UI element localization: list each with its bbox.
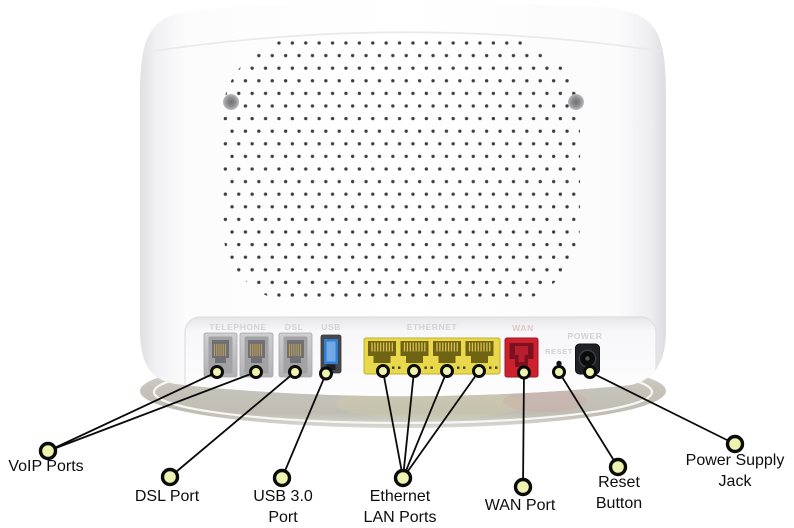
usb-port-label: USB: [321, 322, 341, 332]
callout-line-ethernet-4: [402, 370, 480, 479]
callout-label-voip: VoIP Ports: [8, 456, 83, 477]
mount-hole-left: [223, 94, 239, 110]
callout-text: Button: [595, 495, 643, 512]
callout-label-reset: Reset Button: [596, 472, 642, 514]
callout-label-dsl: DSL Port: [135, 486, 199, 507]
callout-text: LAN Ports: [363, 509, 437, 526]
ethernet-led-dots: [392, 366, 498, 369]
callout-label-ethernet: Ethernet LAN Ports: [364, 486, 437, 528]
callout-label-usb: USB 3.0 Port: [253, 486, 313, 528]
ethernet-port-1: [368, 341, 396, 363]
dot-ethernet-3: [440, 364, 454, 378]
dot-voip-port-2: [249, 365, 263, 379]
dot-label-ethernet: [393, 468, 413, 488]
power-jack-label: POWER: [567, 331, 602, 341]
wan-port: [504, 337, 539, 378]
callout-line-ethernet-1: [382, 370, 404, 479]
callout-line-reset: [558, 371, 619, 468]
callout-line-dsl: [169, 371, 296, 478]
dot-ethernet-2: [407, 364, 421, 378]
dot-voip-port-1: [210, 365, 224, 379]
ventilation-grid: [222, 38, 580, 304]
dot-label-usb: [272, 468, 292, 488]
dot-label-power: [725, 434, 745, 454]
callout-line-power: [589, 371, 736, 445]
dot-usb-port: [319, 366, 333, 381]
dot-label-dsl: [160, 467, 180, 487]
dot-wan-port: [517, 365, 531, 380]
dot-dsl-port: [288, 365, 302, 379]
dot-ethernet-4: [472, 364, 486, 378]
base-yellow-reflection: [335, 389, 525, 419]
dot-label-voip: [38, 441, 58, 461]
callout-text: VoIP Ports: [8, 458, 84, 475]
ethernet-ports-label: ETHERNET: [407, 322, 458, 332]
telephone-port-label: TELEPHONE: [209, 322, 266, 332]
callout-label-power: Power Supply Jack: [686, 450, 785, 492]
ethernet-port-2: [400, 341, 429, 363]
callout-text: Reset: [598, 474, 640, 491]
router-top-seam: [146, 31, 661, 53]
ethernet-port-4: [465, 341, 494, 363]
dsl-port: [278, 332, 313, 378]
voip-port-1: [203, 332, 238, 378]
ethernet-port-3: [433, 341, 461, 363]
usb-port: [320, 334, 342, 374]
callout-line-ethernet-3: [402, 370, 448, 479]
callout-text: Power Supply: [685, 452, 785, 469]
reset-pinhole: [556, 360, 562, 367]
ethernet-lan-ports: [363, 337, 501, 375]
label-callout-dots: [38, 434, 745, 497]
callout-line-ethernet-2: [402, 370, 415, 479]
dot-ethernet-1: [376, 364, 390, 378]
callout-line-voip-2: [47, 371, 257, 452]
callout-line-voip-1: [47, 371, 218, 452]
wan-port-label: WAN: [512, 323, 534, 333]
mount-hole-right: [568, 94, 584, 110]
callout-label-wan: WAN Port: [485, 495, 556, 516]
callout-line-usb: [281, 372, 327, 479]
callout-text: Jack: [718, 473, 752, 490]
dot-label-reset: [608, 457, 628, 477]
callout-text: Port: [268, 509, 298, 526]
callout-text: WAN Port: [484, 497, 556, 514]
dot-power-jack: [583, 365, 597, 379]
reset-button-label: RESET: [545, 347, 573, 356]
callout-line-wan: [522, 371, 525, 488]
dot-label-wan: [513, 477, 533, 497]
callout-lines: [47, 370, 736, 488]
callout-text: DSL Port: [134, 488, 200, 505]
dsl-port-label: DSL: [285, 322, 304, 332]
callout-text: Ethernet: [369, 488, 431, 505]
port-callout-dots: [210, 364, 597, 381]
callout-text: USB 3.0: [253, 488, 313, 505]
dot-reset-button: [552, 365, 566, 379]
